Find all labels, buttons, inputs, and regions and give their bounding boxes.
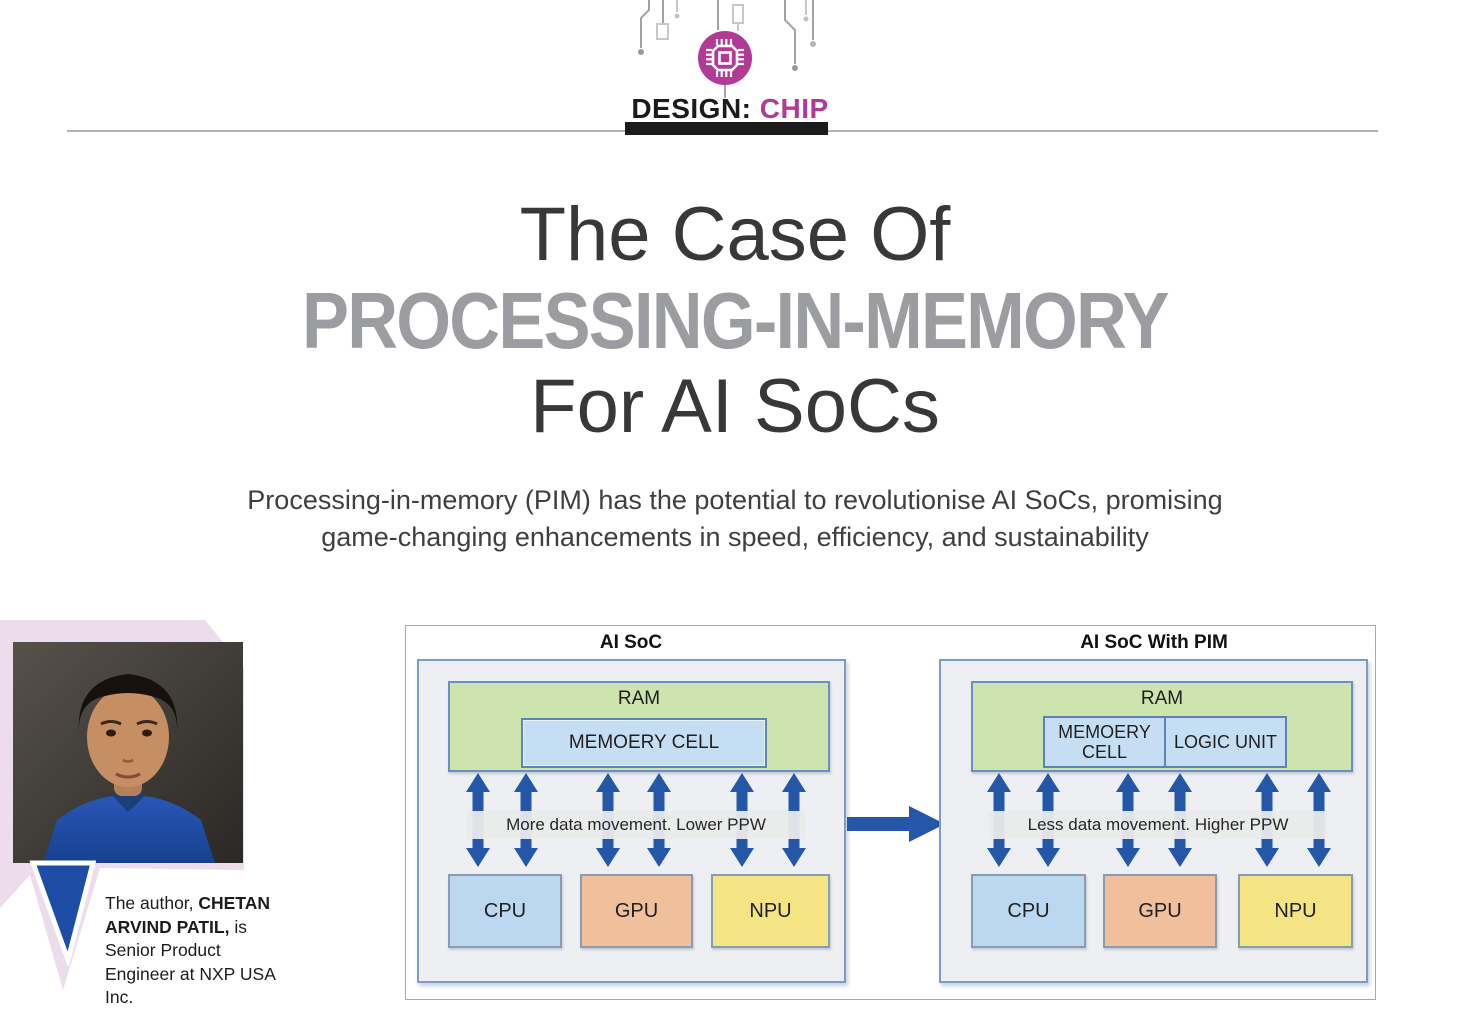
ram-label: RAM	[617, 688, 661, 709]
ram-label: RAM	[1140, 688, 1184, 709]
brand-suffix: CHIP	[759, 93, 829, 124]
chip-logo-icon	[698, 31, 752, 85]
brand-title: DESIGN: CHIP	[560, 93, 900, 125]
article-subtitle: Processing-in-memory (PIM) has the poten…	[0, 482, 1470, 556]
brand-underline-bar	[625, 122, 828, 135]
transform-arrow-icon	[847, 806, 945, 842]
caption-text-post: is Senior Product Engineer at NXP USA In…	[105, 916, 275, 1008]
ai-soc-with-pim-label: AI SoC With PIM	[1080, 632, 1228, 653]
subtitle-line-2: game-changing enhancements in speed, eff…	[321, 522, 1149, 552]
unit-box-cpu: CPU	[971, 874, 1086, 948]
data-movement-band: Less data movement. Higher PPW	[989, 811, 1327, 839]
circuit-traces-icon	[638, 0, 816, 98]
unit-box-gpu: GPU	[1103, 874, 1217, 948]
unit-box-npu: NPU	[711, 874, 830, 948]
caption-text-pre: The author,	[105, 893, 199, 913]
unit-box-cpu: CPU	[448, 874, 562, 948]
ai-soc-label: AI SoC	[599, 632, 663, 653]
subtitle-line-1: Processing-in-memory (PIM) has the poten…	[247, 485, 1223, 515]
title-line-3: For AI SoCs	[530, 364, 940, 449]
brand-prefix: DESIGN:	[631, 93, 752, 124]
caption-author-name: CHETAN ARVIND PATIL,	[105, 893, 271, 937]
author-portrait-illustration	[13, 642, 243, 863]
author-photo-tail	[29, 860, 97, 966]
logic-unit-box: LOGIC UNIT	[1164, 716, 1287, 768]
article-title: The Case Of PROCESSING-IN-MEMORY For AI …	[0, 193, 1470, 449]
title-line-1: The Case Of	[519, 192, 951, 277]
memory-cell-box: MEMOERY CELL	[1043, 716, 1166, 768]
unit-box-npu: NPU	[1238, 874, 1353, 948]
memory-cell-box: MEMOERY CELL	[521, 718, 767, 768]
unit-box-gpu: GPU	[580, 874, 693, 948]
title-line-2: PROCESSING-IN-MEMORY	[302, 276, 1169, 365]
author-photo	[13, 642, 243, 863]
soc-panel-right: RAM MEMOERY CELL LOGIC UNIT Less data mo…	[939, 659, 1368, 983]
author-caption: The author, CHETAN ARVIND PATIL, is Seni…	[105, 892, 281, 1010]
data-movement-band: More data movement. Lower PPW	[467, 811, 805, 839]
figure-frame: AI SoC AI SoC With PIM RAM MEMOERY CELL …	[405, 625, 1376, 1000]
pim-cell-pair: MEMOERY CELL LOGIC UNIT	[1043, 716, 1287, 768]
soc-panel-left: RAM MEMOERY CELL More data movement. Low…	[417, 659, 846, 983]
